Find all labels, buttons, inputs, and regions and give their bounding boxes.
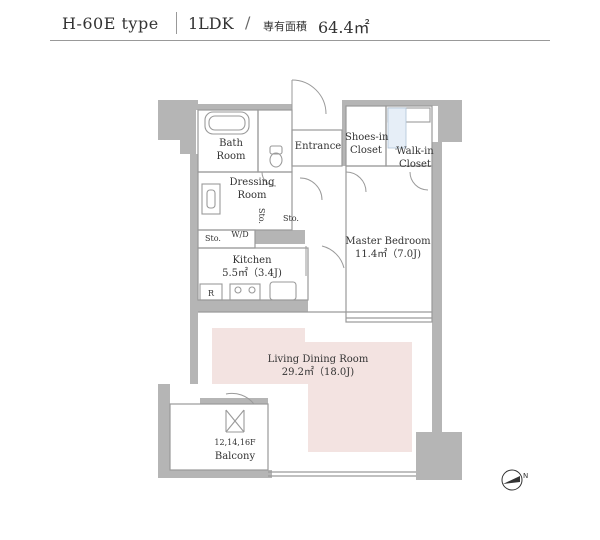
svg-text:N: N [523, 472, 528, 480]
room-entrance: Entrance [294, 141, 342, 152]
area-label: 専有面積 [263, 20, 307, 33]
north-compass-icon: N [501, 469, 528, 491]
living-highlight [212, 328, 412, 452]
refrigerator: R [207, 289, 215, 298]
balcony-floors: 12,14,16F [214, 438, 256, 447]
washer-dryer: W/D [231, 230, 249, 239]
unit-type: H-60E type [62, 14, 159, 33]
storage-1: Sto. [257, 208, 266, 224]
closet-shelf [387, 107, 407, 149]
header-divider [176, 12, 177, 34]
storage-2: Sto. [283, 214, 299, 223]
header-slash: / [245, 13, 251, 32]
plan-header: H-60E type 1LDK / 専有面積 64.4㎡ [0, 0, 600, 40]
layout-type: 1LDK [188, 14, 234, 33]
door-swings [225, 79, 429, 405]
interior-walls [169, 105, 433, 477]
walls [158, 100, 462, 480]
storage-3: Sto. [205, 234, 221, 243]
header-rule [50, 40, 550, 41]
room-balcony: Balcony [214, 451, 256, 462]
area-value: 64.4㎡ [318, 18, 370, 37]
